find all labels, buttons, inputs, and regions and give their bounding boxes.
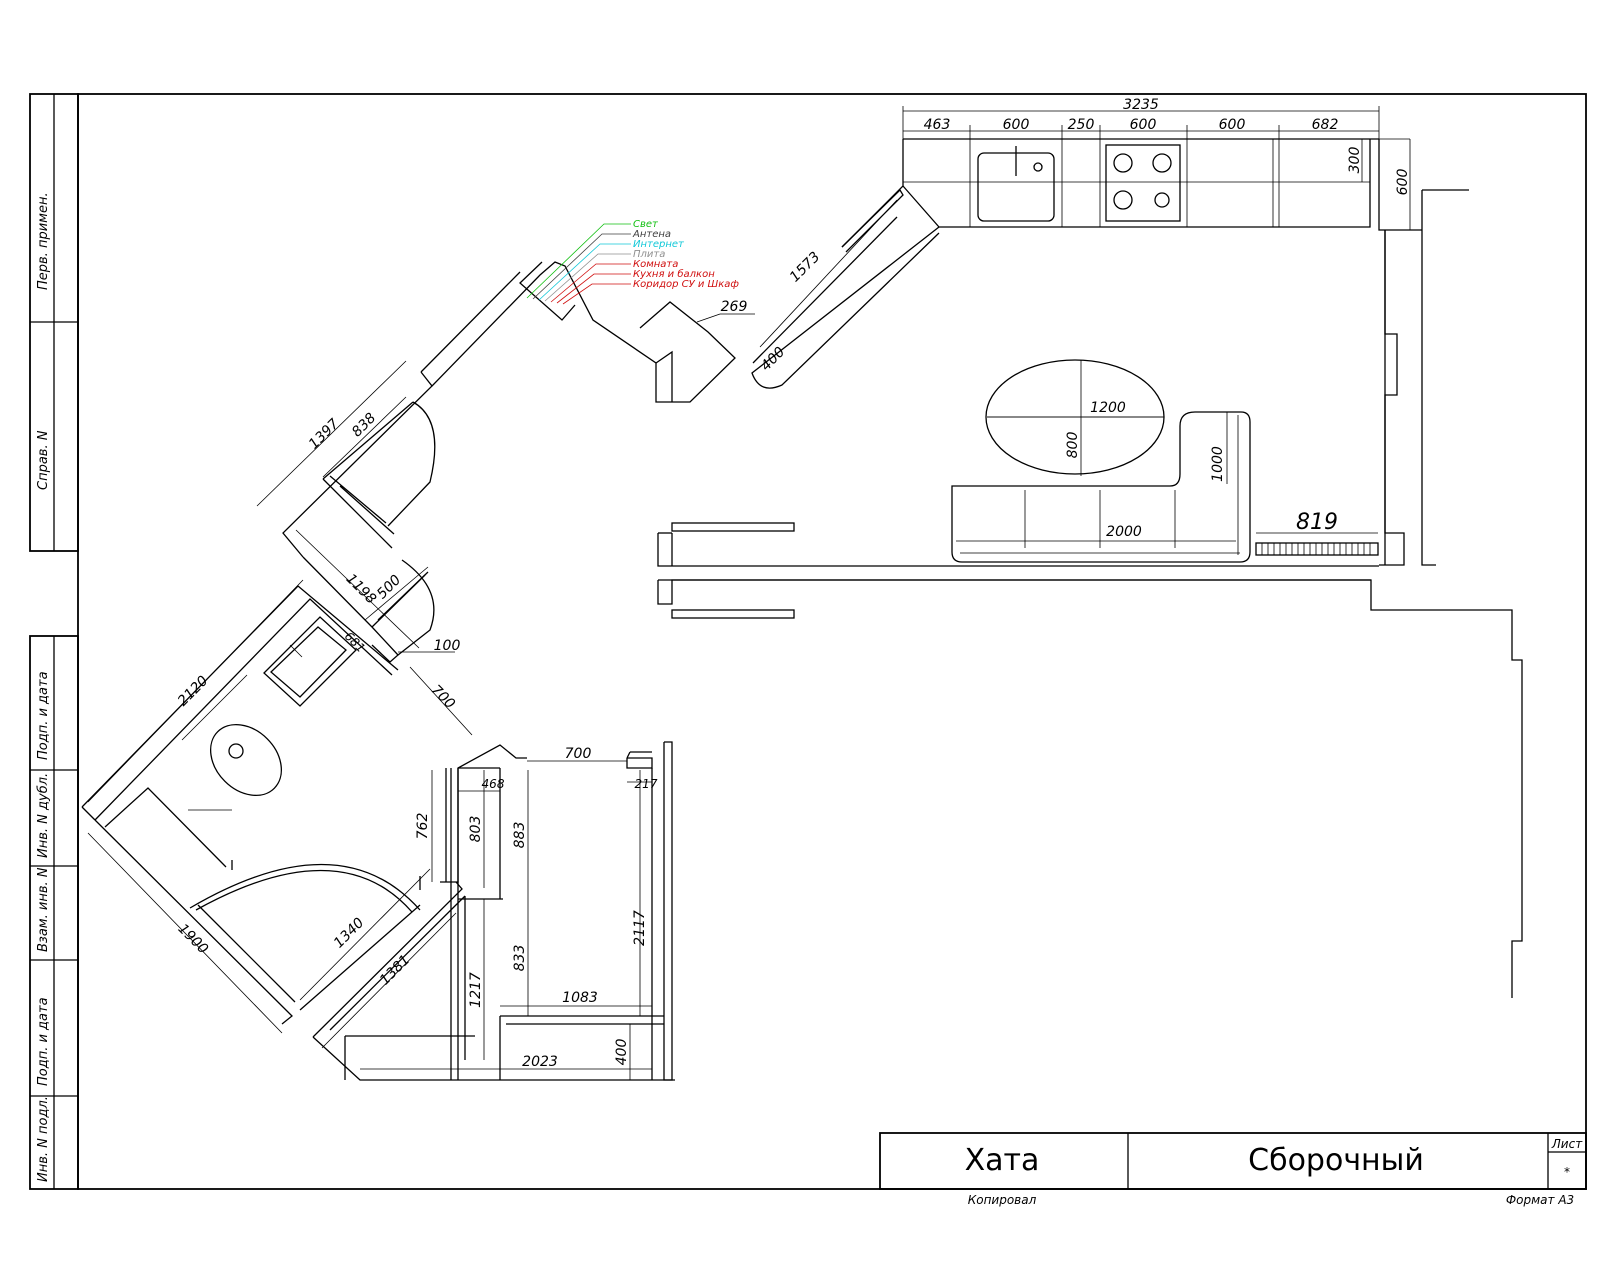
kitchen-area [657, 138, 1469, 567]
dim-1900: 1900 [175, 921, 212, 958]
dim-468: 468 [482, 777, 505, 791]
stamp-dup-inv: Инв. N дубл. [36, 773, 51, 858]
copied-by: Копировал [968, 1193, 1037, 1207]
dim-k3: 250 [1068, 117, 1095, 133]
dim-kitchen-total: 3235 [1123, 97, 1159, 113]
dim-1217: 1217 [468, 972, 484, 1008]
title-block: Хата Сборочный Лист * Копировал Формат А… [879, 1132, 1587, 1207]
dim-k1: 463 [924, 117, 951, 133]
legend-item-3: Плита [633, 249, 665, 260]
dim-k4: 600 [1130, 117, 1157, 133]
dim-400-storage: 400 [614, 1039, 630, 1066]
dim-table-width: 1200 [1090, 400, 1126, 416]
corner-sofa [951, 411, 1251, 563]
dim-803: 803 [468, 816, 484, 843]
sheet-label: Лист [1551, 1137, 1583, 1151]
stamp-mutual-inv: Взам. инв. N [36, 867, 51, 952]
legend-leader-4 [550, 263, 631, 303]
dim-2117: 2117 [632, 910, 648, 946]
paper-format: Формат А3 [1506, 1193, 1574, 1207]
dimension-labels: 3235 463 600 250 600 600 682 300 600 157… [175, 97, 1411, 1070]
cooktop [1105, 144, 1181, 222]
dimension-lines [87, 106, 1411, 1080]
stamp-sign-date-1: Подп. и дата [36, 671, 51, 760]
legend-leader-5 [556, 273, 631, 304]
dim-1381: 1381 [377, 952, 414, 989]
legend-leader-3 [544, 253, 631, 302]
dim-762: 762 [415, 813, 431, 840]
stamp-sign-date-2: Подп. и дата [36, 997, 51, 1086]
legend-item-5: Кухня и балкон [633, 268, 715, 280]
hallway [282, 261, 736, 663]
dim-700: 700 [565, 746, 592, 762]
stamp-reference-no: Справ. N [36, 430, 51, 490]
dim-838: 838 [349, 410, 379, 440]
stamp-primary-use: Перв. примен. [36, 192, 51, 290]
project-name: Хата [965, 1143, 1040, 1178]
dim-500: 500 [374, 572, 404, 602]
bathroom-sink [263, 616, 357, 707]
dim-diag-1573: 1573 [787, 249, 824, 286]
legend-item-4: Комната [633, 259, 678, 270]
dim-217: 217 [635, 777, 658, 791]
dim-2023: 2023 [522, 1054, 558, 1070]
dim-k-depth2: 600 [1395, 169, 1411, 196]
dim-table-height: 800 [1065, 432, 1081, 459]
legend-leader-0 [526, 223, 631, 299]
dim-681: 681 [342, 629, 368, 655]
side-stamp: Перв. примен. Справ. N Подп. и дата Инв.… [36, 192, 51, 1182]
dim-269: 269 [721, 299, 748, 315]
dim-sofa-height: 1000 [1210, 446, 1226, 482]
dim-1397: 1397 [306, 416, 343, 453]
legend-item-6: Коридор СУ и Шкаф [633, 279, 739, 290]
legend-leader-6 [562, 283, 631, 305]
toilet [209, 723, 283, 797]
dim-833: 833 [512, 945, 528, 972]
storage-rooms [312, 741, 675, 1081]
bathroom [81, 585, 421, 1025]
dim-1340: 1340 [331, 915, 368, 952]
legend-leader-2 [538, 243, 631, 301]
legend-item-2: Интернет [633, 239, 685, 250]
dim-k-depth: 300 [1347, 147, 1363, 174]
dim-sofa-width: 2000 [1106, 524, 1142, 540]
dim-700-diag: 700 [428, 682, 458, 712]
stamp-orig-inv: Инв. N подл. [36, 1096, 51, 1182]
dim-radiator: 819 [1296, 510, 1338, 535]
legend-leader-1 [532, 233, 631, 300]
drawing-frame [29, 93, 1587, 1190]
dim-k2: 600 [1003, 117, 1030, 133]
dim-k5: 600 [1219, 117, 1246, 133]
dim-1083: 1083 [562, 990, 598, 1006]
dim-883: 883 [512, 822, 528, 849]
dim-100: 100 [434, 638, 461, 654]
radiator [1255, 542, 1379, 556]
dim-2120: 2120 [175, 673, 212, 710]
sheet-number: * [1564, 1165, 1570, 1179]
legend-item-1: Антена [632, 229, 671, 240]
legend-item-0: Свет [633, 219, 659, 230]
living-room [657, 579, 1523, 998]
document-type: Сборочный [1248, 1143, 1424, 1178]
dim-k6: 682 [1312, 117, 1339, 133]
